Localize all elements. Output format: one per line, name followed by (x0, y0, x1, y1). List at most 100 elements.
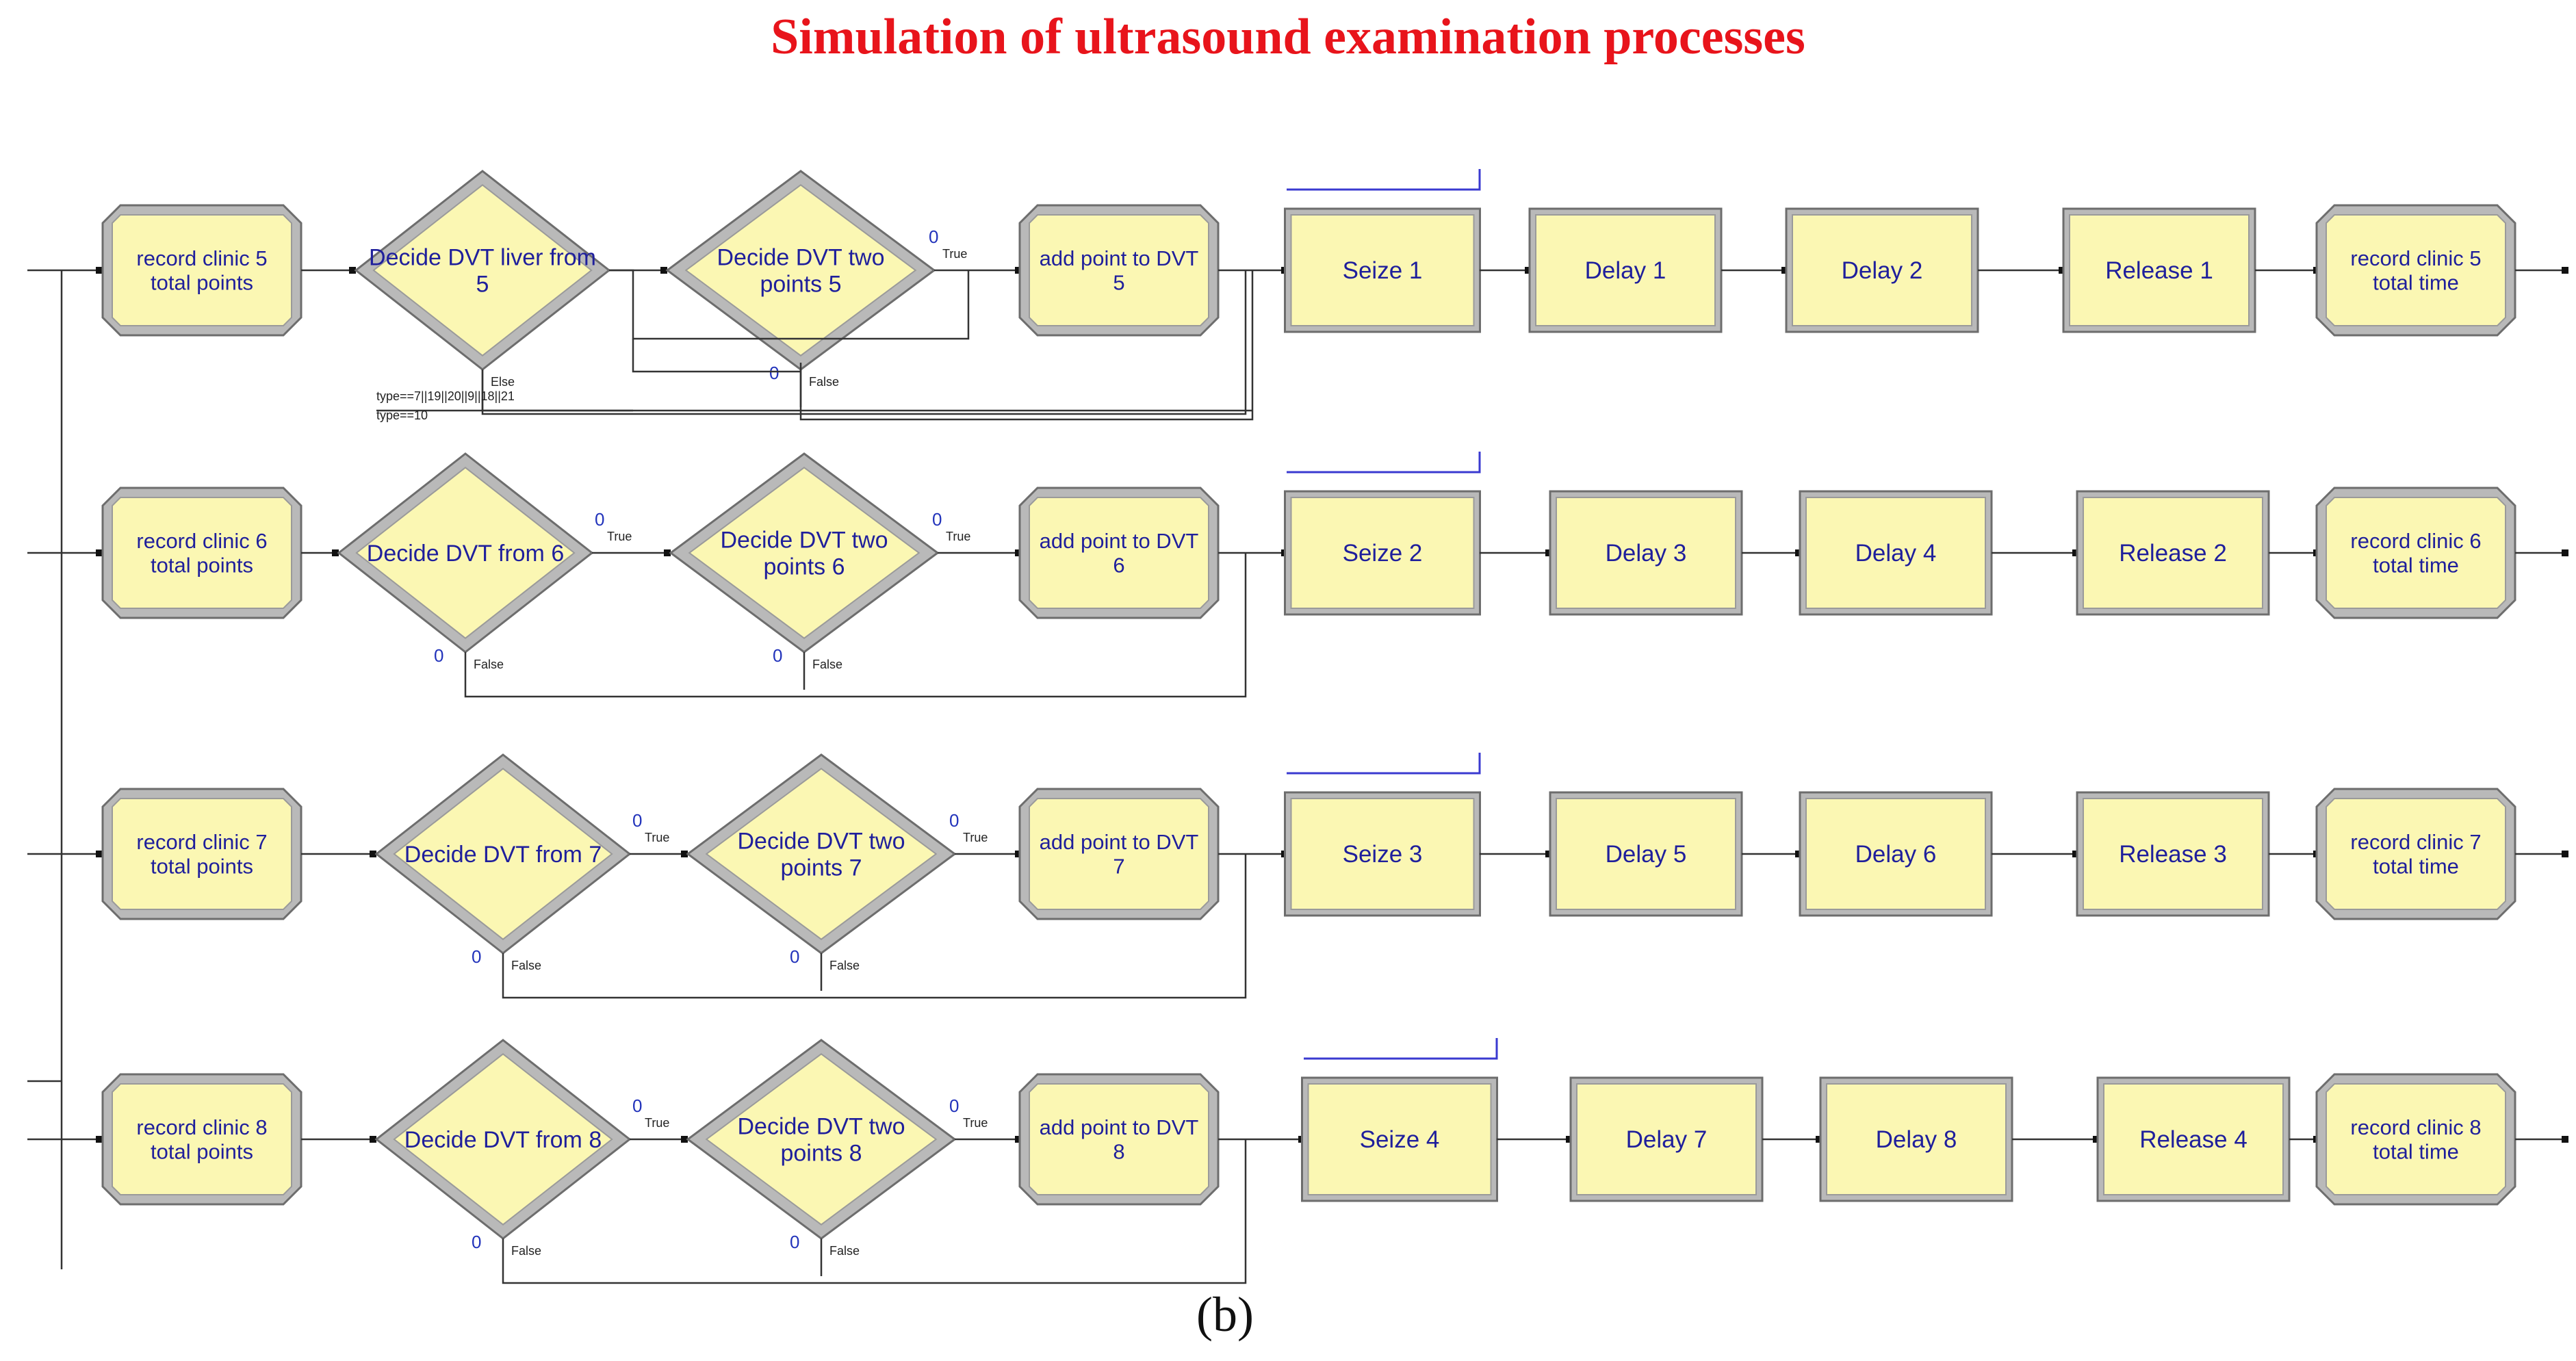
row-5-add-point-body (1029, 214, 1209, 326)
connector-dot (2072, 549, 2079, 556)
row-5-delay-a[interactable]: Delay 1 (1528, 207, 1723, 333)
row-8-add-point-line-0: add point to DVT (1040, 1115, 1199, 1139)
row-8-seize[interactable]: Seize 4 (1301, 1076, 1498, 1202)
row-7-delay-a[interactable]: Delay 5 (1549, 791, 1743, 917)
row-7-seize-body (1290, 798, 1475, 910)
row-6-delay-a[interactable]: Delay 3 (1549, 490, 1743, 616)
connector-dot (96, 267, 103, 274)
row-8-decide2-line-0: Decide DVT two (737, 1113, 905, 1139)
row-8-decide1[interactable]: Decide DVT from 8 (374, 1039, 632, 1240)
row-8-delay-a[interactable]: Delay 7 (1569, 1076, 1764, 1202)
row-7-decide1-false-label: False (511, 959, 541, 972)
row-7-decide1-line-0: Decide DVT from 7 (404, 842, 602, 868)
connector-dot (664, 549, 671, 556)
row-8-resource-line (1304, 1038, 1498, 1060)
row-8-record-time-line-0: record clinic 8 (2350, 1115, 2481, 1139)
row-7-decide1-true-label: True (645, 831, 669, 844)
row-6-resource-line (1287, 452, 1481, 474)
row-7-decide2-false-count: 0 (790, 946, 799, 967)
row-6-delay-b-label: Delay 4 (1855, 540, 1937, 567)
row-6-record-points-line-1: total points (151, 554, 253, 578)
row-7-release[interactable]: Release 3 (2076, 791, 2270, 917)
connector-dot (1545, 549, 1552, 556)
row-8-decide2-count: 0 (949, 1096, 959, 1116)
row-7-delay-b[interactable]: Delay 6 (1799, 791, 1993, 917)
connector-dot (1015, 267, 1022, 274)
connector-dot (1816, 1136, 1822, 1143)
figure-caption: (b) (1196, 1287, 1254, 1342)
row-7-decide1[interactable]: Decide DVT from 7 (374, 753, 632, 955)
row-6-decide1[interactable]: Decide DVT from 6 (337, 452, 594, 653)
row-5-seize-label: Seize 1 (1343, 257, 1423, 284)
row-8-record-time-body (2326, 1083, 2506, 1195)
row-5-seize[interactable]: Seize 1 (1284, 207, 1481, 333)
row-6-decide2-false-count: 0 (773, 645, 782, 666)
row-5-decide2-false-count: 0 (769, 363, 779, 383)
row-8-add-point-line-1: 8 (1113, 1140, 1124, 1164)
row-8-delay-a-body (1576, 1083, 1757, 1195)
page-title: Simulation of ultrasound examination pro… (771, 9, 1805, 65)
row-6-add-point-line-0: add point to DVT (1040, 529, 1199, 553)
row-5-record-points-line-1: total points (151, 271, 253, 295)
row-5-loop-line (799, 270, 1254, 421)
row-6-record-time-line-0: record clinic 6 (2350, 529, 2481, 553)
row-8-decide1-line-0: Decide DVT from 8 (404, 1127, 602, 1153)
row-5-delay-a-body (1535, 214, 1716, 326)
row-6-decide2-true-label: True (946, 530, 970, 543)
row-5-delay-b[interactable]: Delay 2 (1785, 207, 1979, 333)
connector-dot (681, 851, 688, 857)
row-6-release[interactable]: Release 2 (2076, 490, 2270, 616)
row-6-seize[interactable]: Seize 2 (1284, 490, 1481, 616)
row-6-decide2-line-1: points 6 (763, 554, 845, 580)
connector-dot (681, 1136, 688, 1143)
row-6-decide2-false-label: False (812, 658, 842, 671)
connector-dot (1566, 1136, 1573, 1143)
row-7-record-points-line-0: record clinic 7 (136, 830, 267, 854)
row-5-release[interactable]: Release 1 (2062, 207, 2256, 333)
row-5-delay-b-label: Delay 2 (1842, 257, 1923, 284)
connector-dot (349, 267, 356, 274)
row-6-delay-a-label: Delay 3 (1606, 540, 1687, 567)
row-8-decide1-false-count: 0 (472, 1232, 481, 1252)
connector-dot (2562, 851, 2568, 857)
row-6-seize-label: Seize 2 (1343, 540, 1423, 567)
row-8-release[interactable]: Release 4 (2096, 1076, 2291, 1202)
row-6-decide1-count: 0 (595, 509, 604, 530)
row-6-record-points-body (112, 497, 292, 609)
connector-dot (2562, 1136, 2568, 1143)
row-6-delay-b[interactable]: Delay 4 (1799, 490, 1993, 616)
row-8-decide2-false-label: False (829, 1244, 860, 1258)
row-5-decide2-body (684, 184, 917, 357)
row-8-decide1-true-label: True (645, 1116, 669, 1130)
row-7-delay-a-body (1556, 798, 1736, 910)
row-8-delay-b[interactable]: Delay 8 (1819, 1076, 2013, 1202)
row-6-record-time-line-1: total time (2373, 554, 2459, 578)
row-7-seize[interactable]: Seize 3 (1284, 791, 1481, 917)
connector-dot (2072, 851, 2079, 857)
row-7-delay-a-label: Delay 5 (1606, 841, 1687, 868)
connector-dot (2562, 549, 2568, 556)
row-6-decide1-false-count: 0 (434, 645, 443, 666)
row-7-decide2-true-label: True (963, 831, 988, 844)
row-7-decide2-false-label: False (829, 959, 860, 972)
connector-dot (2562, 267, 2568, 274)
row-5-decide1-line-1: 5 (476, 271, 489, 297)
